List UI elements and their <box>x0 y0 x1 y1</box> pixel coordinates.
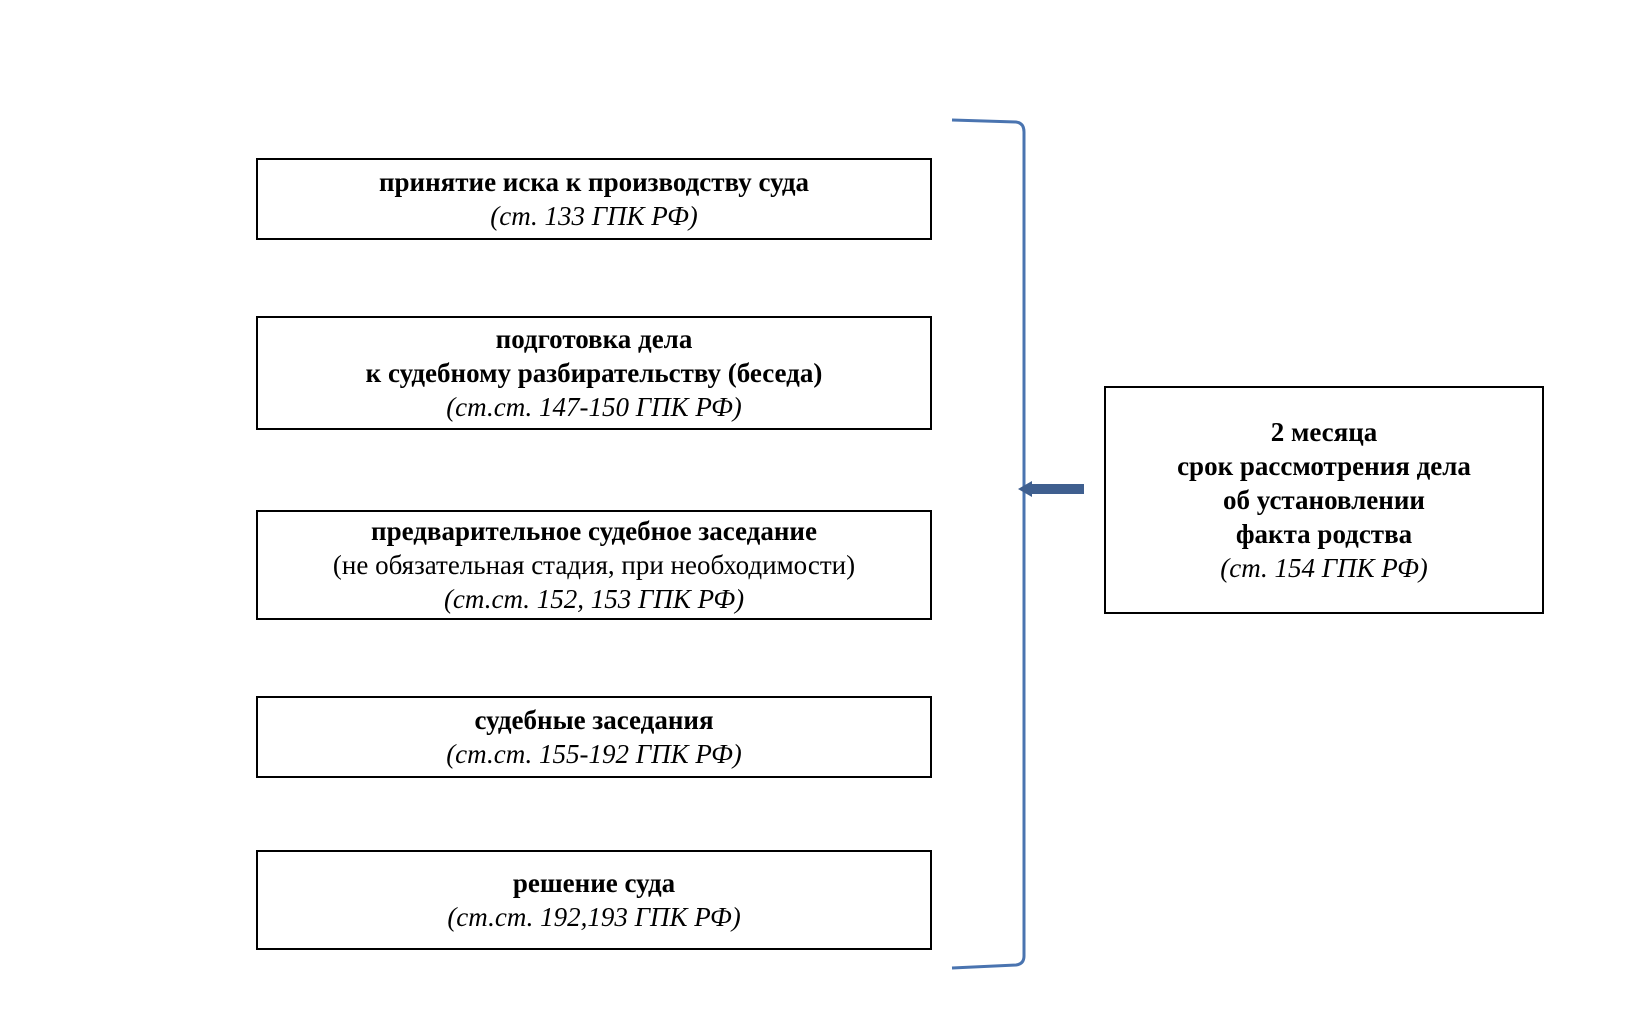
stage-box-court-decision: решение суда (ст.ст. 192,193 ГПК РФ) <box>256 850 932 950</box>
summary-line: факта родства <box>1235 519 1413 549</box>
stage-box-preparation: подготовка дела к судебному разбирательс… <box>256 316 932 430</box>
summary-line: срок рассмотрения дела <box>1177 451 1471 481</box>
arrow-head <box>1018 481 1032 497</box>
stage-title: предварительное судебное заседание <box>371 516 817 546</box>
stage-reference: (ст.ст. 152, 153 ГПК РФ) <box>443 584 745 614</box>
summary-reference: (ст. 154 ГПК РФ) <box>1220 553 1428 583</box>
stage-title: решение суда <box>512 868 676 898</box>
stage-note: (не обязательная стадия, при необходимос… <box>332 550 856 580</box>
stage-title: подготовка дела <box>495 324 693 354</box>
summary-line: об установлении <box>1223 485 1425 515</box>
stage-reference: (ст.ст. 192,193 ГПК РФ) <box>447 902 741 932</box>
stage-title: принятие иска к производству суда <box>378 167 810 197</box>
stage-title-continued: к судебному разбирательству (беседа) <box>365 358 823 388</box>
stage-reference: (ст.ст. 155-192 ГПК РФ) <box>446 739 742 769</box>
stage-reference: (ст.ст. 147-150 ГПК РФ) <box>446 392 742 422</box>
curly-bracket <box>951 118 1026 970</box>
summary-box-term: 2 месяца срок рассмотрения дела об устан… <box>1104 386 1544 614</box>
stage-box-court-hearings: судебные заседания (ст.ст. 155-192 ГПК Р… <box>256 696 932 778</box>
stage-box-preliminary-hearing: предварительное судебное заседание (не о… <box>256 510 932 620</box>
summary-headline: 2 месяца <box>1270 417 1378 447</box>
stage-title: судебные заседания <box>474 705 714 735</box>
stage-box-acceptance: принятие иска к производству суда (ст. 1… <box>256 158 932 240</box>
stage-reference: (ст. 133 ГПК РФ) <box>490 201 698 231</box>
